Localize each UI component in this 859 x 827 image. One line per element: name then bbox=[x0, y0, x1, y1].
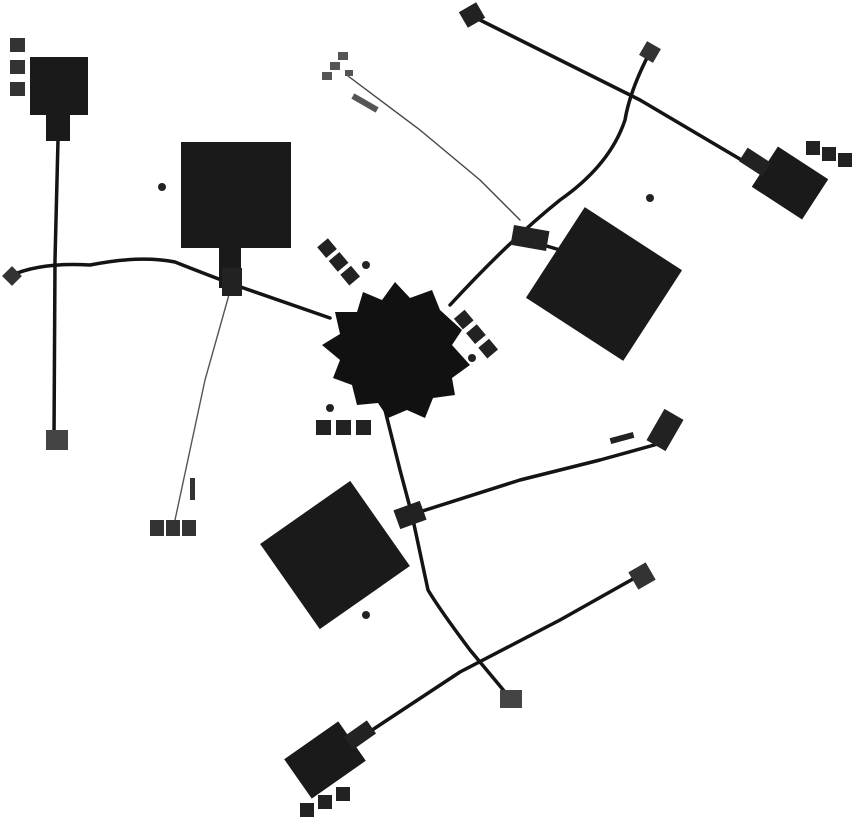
connector-left-end bbox=[2, 266, 22, 286]
trace-left-thin bbox=[174, 283, 233, 521]
connector-bl-1 bbox=[150, 520, 164, 536]
node-left-junction bbox=[222, 268, 242, 296]
dot-2 bbox=[646, 194, 654, 202]
connectors bbox=[2, 2, 852, 817]
connector-top-mid bbox=[639, 41, 661, 63]
pad-top-left-stem bbox=[46, 115, 70, 141]
trace-left-horizontal bbox=[8, 257, 332, 320]
connector-right-bar bbox=[609, 431, 635, 445]
node-bottom-stem bbox=[343, 720, 377, 750]
trace-left-vertical bbox=[52, 138, 60, 442]
connector-right bbox=[646, 408, 684, 452]
junction-nodes bbox=[222, 147, 772, 750]
connector-bottom-center bbox=[500, 690, 522, 708]
chip-pad-below-2 bbox=[336, 420, 351, 435]
connector-bl-3 bbox=[182, 520, 196, 536]
pad-lower-rotated bbox=[260, 480, 410, 630]
node-lower-junction bbox=[393, 500, 427, 530]
trace-lower-diagonal bbox=[358, 573, 642, 740]
trace-top-thin bbox=[347, 75, 521, 221]
node-right-junction bbox=[510, 225, 550, 251]
connector-tl-1 bbox=[10, 38, 25, 52]
pad-upper-right-rotated bbox=[751, 146, 829, 220]
top-middle-cluster bbox=[322, 52, 379, 113]
pad-right-rotated bbox=[525, 207, 683, 361]
trace-upper-right-diagonal bbox=[468, 13, 752, 167]
connector-left-bottom bbox=[46, 430, 68, 450]
connector-bl-2 bbox=[166, 520, 180, 536]
traces bbox=[8, 13, 752, 740]
dot-5 bbox=[326, 404, 334, 412]
dot-4 bbox=[468, 354, 476, 362]
dot-6 bbox=[362, 611, 370, 619]
trace-lower-right bbox=[408, 440, 667, 517]
connector-lower-right bbox=[628, 562, 656, 590]
pad-top-center bbox=[181, 142, 291, 248]
connector-ur-1 bbox=[806, 141, 820, 155]
connector-bl-bar bbox=[190, 478, 195, 500]
dot-3 bbox=[362, 261, 370, 269]
trace-center-down bbox=[383, 408, 512, 700]
chip-pad-below-3 bbox=[356, 420, 371, 435]
chip-pads-right bbox=[453, 309, 499, 359]
connector-b-1 bbox=[300, 803, 314, 817]
chip-pad-below-1 bbox=[316, 420, 331, 435]
pad-top-left bbox=[30, 57, 88, 115]
marker-dots bbox=[158, 183, 654, 619]
connector-tl-3 bbox=[10, 82, 25, 96]
node-upper-right-stem bbox=[738, 147, 772, 177]
connector-ur-2 bbox=[822, 147, 836, 161]
connector-b-3 bbox=[336, 787, 350, 801]
dot-1 bbox=[158, 183, 166, 191]
square-pads bbox=[30, 57, 829, 799]
trace-upper-curve bbox=[448, 50, 652, 307]
center-chip-starburst bbox=[322, 282, 470, 418]
chip-pads-upper-left bbox=[317, 238, 361, 286]
connector-top-right bbox=[458, 2, 486, 28]
connector-tl-2 bbox=[10, 60, 25, 74]
connector-b-2 bbox=[318, 795, 332, 809]
pad-bottom-rotated bbox=[284, 721, 366, 799]
connector-ur-3 bbox=[838, 153, 852, 167]
